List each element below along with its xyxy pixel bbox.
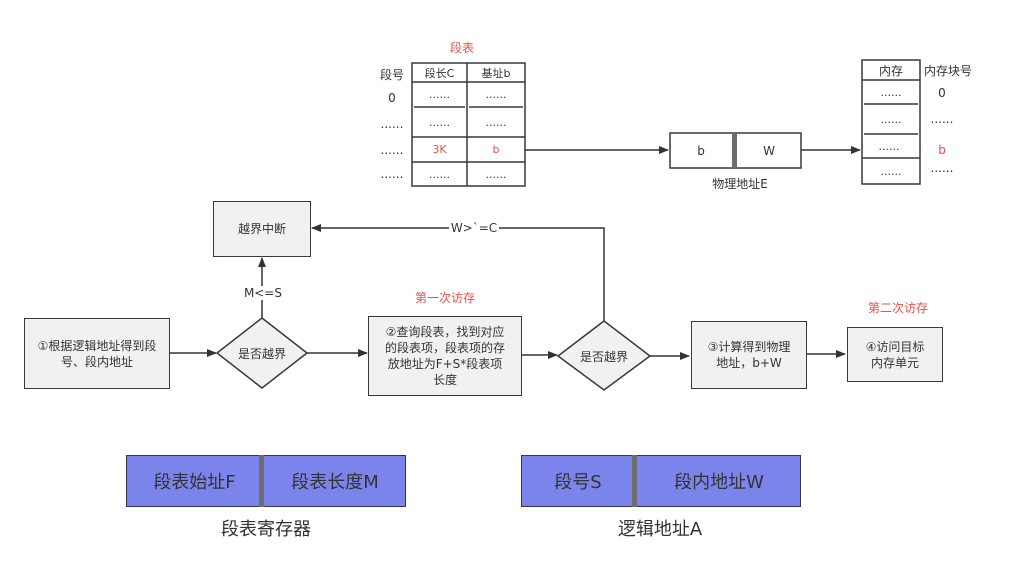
segment-number-header: 段号 (379, 68, 404, 82)
memory-block-number-highlight: b (938, 143, 946, 157)
step1-box: ①根据逻辑地址得到段号、段内地址 (24, 318, 170, 389)
step4-label: ④访问目标内存单元 (865, 339, 925, 370)
logical-divider (632, 455, 637, 507)
physical-address-box (669, 132, 802, 169)
memory-header: 内存 (878, 64, 903, 78)
memory-cell: ...... (878, 139, 900, 153)
register-divider (259, 455, 264, 507)
edge-label-w-ge-c: W>`=C (449, 221, 499, 235)
step1-label: ①根据逻辑地址得到段号、段内地址 (37, 338, 157, 369)
segment-row-base-highlight: b (492, 143, 500, 156)
segment-row-length: ...... (429, 88, 450, 101)
decision1-diamond (215, 317, 309, 389)
segment-row-base: ...... (485, 115, 507, 129)
logical-address: 段号S 段内地址W (521, 455, 801, 507)
segment-table-register: 段表始址F 段表长度M (126, 455, 406, 507)
physical-address-offset: W (763, 143, 775, 158)
memory-block-header: 内存块号 (923, 64, 972, 78)
segment-row-index: 0 (388, 91, 396, 105)
segment-row-index: ...... (380, 117, 404, 131)
edge-label-m-le-s: M<=S (236, 286, 290, 300)
decision2-label: 是否越界 (579, 350, 628, 364)
logical-segment-number: 段号S (554, 472, 602, 493)
step3-label: ③计算得到物理地址，b+W (707, 340, 791, 370)
register-table-length: 段表长度M (291, 472, 379, 493)
first-access-label: 第一次访存 (414, 291, 475, 305)
segment-row-length-highlight: 3K (432, 143, 447, 156)
step2-box: ②查询段表，找到对应的段表项，段表项的存放地址为F+S*段表项长度 (368, 316, 522, 396)
arrow-decision2-to-interrupt (311, 224, 605, 321)
segment-table-register-label: 段表寄存器 (221, 519, 311, 540)
column-header-length: 段长C (424, 67, 455, 80)
memory-grid (861, 59, 921, 185)
segment-row-base: ...... (485, 167, 507, 181)
logical-offset: 段内地址W (674, 472, 764, 493)
segment-row-base: ...... (485, 88, 507, 101)
memory-block-number: ...... (930, 112, 954, 126)
memory-cell: ...... (880, 112, 902, 126)
segment-row-index: ...... (380, 167, 404, 181)
memory-cell: ...... (880, 164, 902, 178)
register-table-start: 段表始址F (153, 472, 236, 493)
step4-box: ④访问目标内存单元 (847, 327, 943, 382)
segment-row-length: ...... (429, 115, 450, 129)
step2-label: ②查询段表，找到对应的段表项，段表项的存放地址为F+S*段表项长度 (384, 325, 505, 387)
column-header-base: 基址b (481, 67, 511, 80)
interrupt-box: 越界中断 (213, 201, 311, 257)
segment-table-grid (411, 62, 526, 187)
memory-block-number: ...... (930, 161, 954, 175)
memory-block-number: 0 (938, 86, 946, 100)
decision2-diamond (556, 320, 652, 391)
segment-row-length: ...... (429, 167, 450, 181)
physical-address-label: 物理地址E (712, 177, 768, 191)
interrupt-label: 越界中断 (237, 222, 286, 236)
logical-address-label: 逻辑地址A (617, 519, 703, 540)
segment-row-index: ...... (380, 143, 404, 157)
segment-table-title: 段表 (449, 41, 474, 55)
decision1-label: 是否越界 (237, 347, 286, 361)
physical-address-block: b (697, 143, 705, 158)
memory-cell: ...... (880, 85, 902, 99)
step3-box: ③计算得到物理地址，b+W (691, 321, 807, 389)
second-access-label: 第二次访存 (867, 301, 928, 315)
